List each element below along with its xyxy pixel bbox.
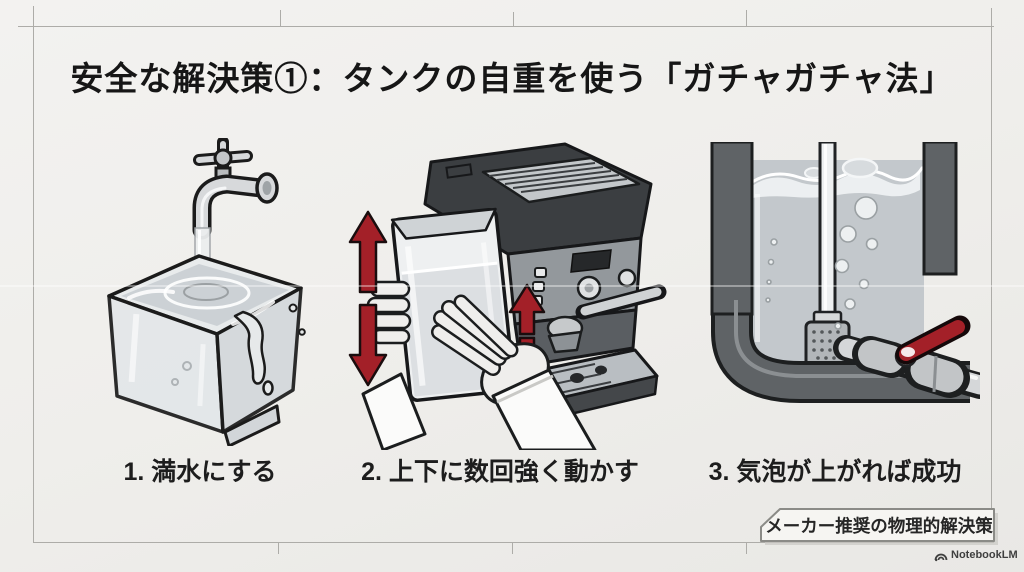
- faucet: [192, 138, 279, 240]
- crop-tick-top-3: [746, 10, 747, 26]
- notebooklm-logo-icon: [934, 553, 948, 561]
- crop-tick-bottom-2: [512, 542, 513, 554]
- step1-caption: 1. 満水にする: [123, 458, 277, 486]
- left-hand-glove: [361, 280, 427, 450]
- frame-border-right: [991, 8, 992, 542]
- right-hand-glove: [431, 294, 597, 450]
- step2-illustration-shake-tank-on-machine: [348, 142, 667, 450]
- page-title: 安全な解決策①：タンクの自重を使う「ガチャガチャ法」: [70, 60, 954, 97]
- seam-artifact-line: [0, 285, 1024, 287]
- crop-tick-top-1: [280, 10, 281, 26]
- shake-arrow-left: [348, 210, 388, 387]
- frame-border-top: [18, 26, 994, 27]
- step2-caption: 2. 上下に数回強く動かす: [361, 458, 639, 486]
- crop-tick-bottom-1: [278, 542, 279, 554]
- watermark: NotebookLM: [934, 547, 1018, 563]
- step3-illustration-bubbles-and-valve: [710, 142, 980, 403]
- espresso-machine: [423, 142, 667, 422]
- crop-tick-top-2: [513, 12, 514, 26]
- intake-tube-and-strainer: [804, 142, 851, 368]
- frame-border-left: [33, 6, 34, 542]
- valve-red-handle: [894, 315, 971, 368]
- frame-border-bottom: [33, 542, 994, 543]
- badge-frame: [760, 508, 998, 545]
- overflow-spill: [233, 303, 306, 396]
- step1-illustration-fill-tank-under-faucet: [107, 138, 306, 446]
- step3-caption: 3. 気泡が上がれば成功: [708, 458, 962, 486]
- badge-label: メーカー推奨の物理的解決策: [765, 516, 993, 536]
- tank-walls: [710, 142, 970, 403]
- water-tank-overflowing: [107, 254, 303, 446]
- outlet-pipe: [833, 335, 980, 399]
- crop-tick-bottom-3: [746, 542, 747, 554]
- watermark-label: NotebookLM: [951, 549, 1018, 561]
